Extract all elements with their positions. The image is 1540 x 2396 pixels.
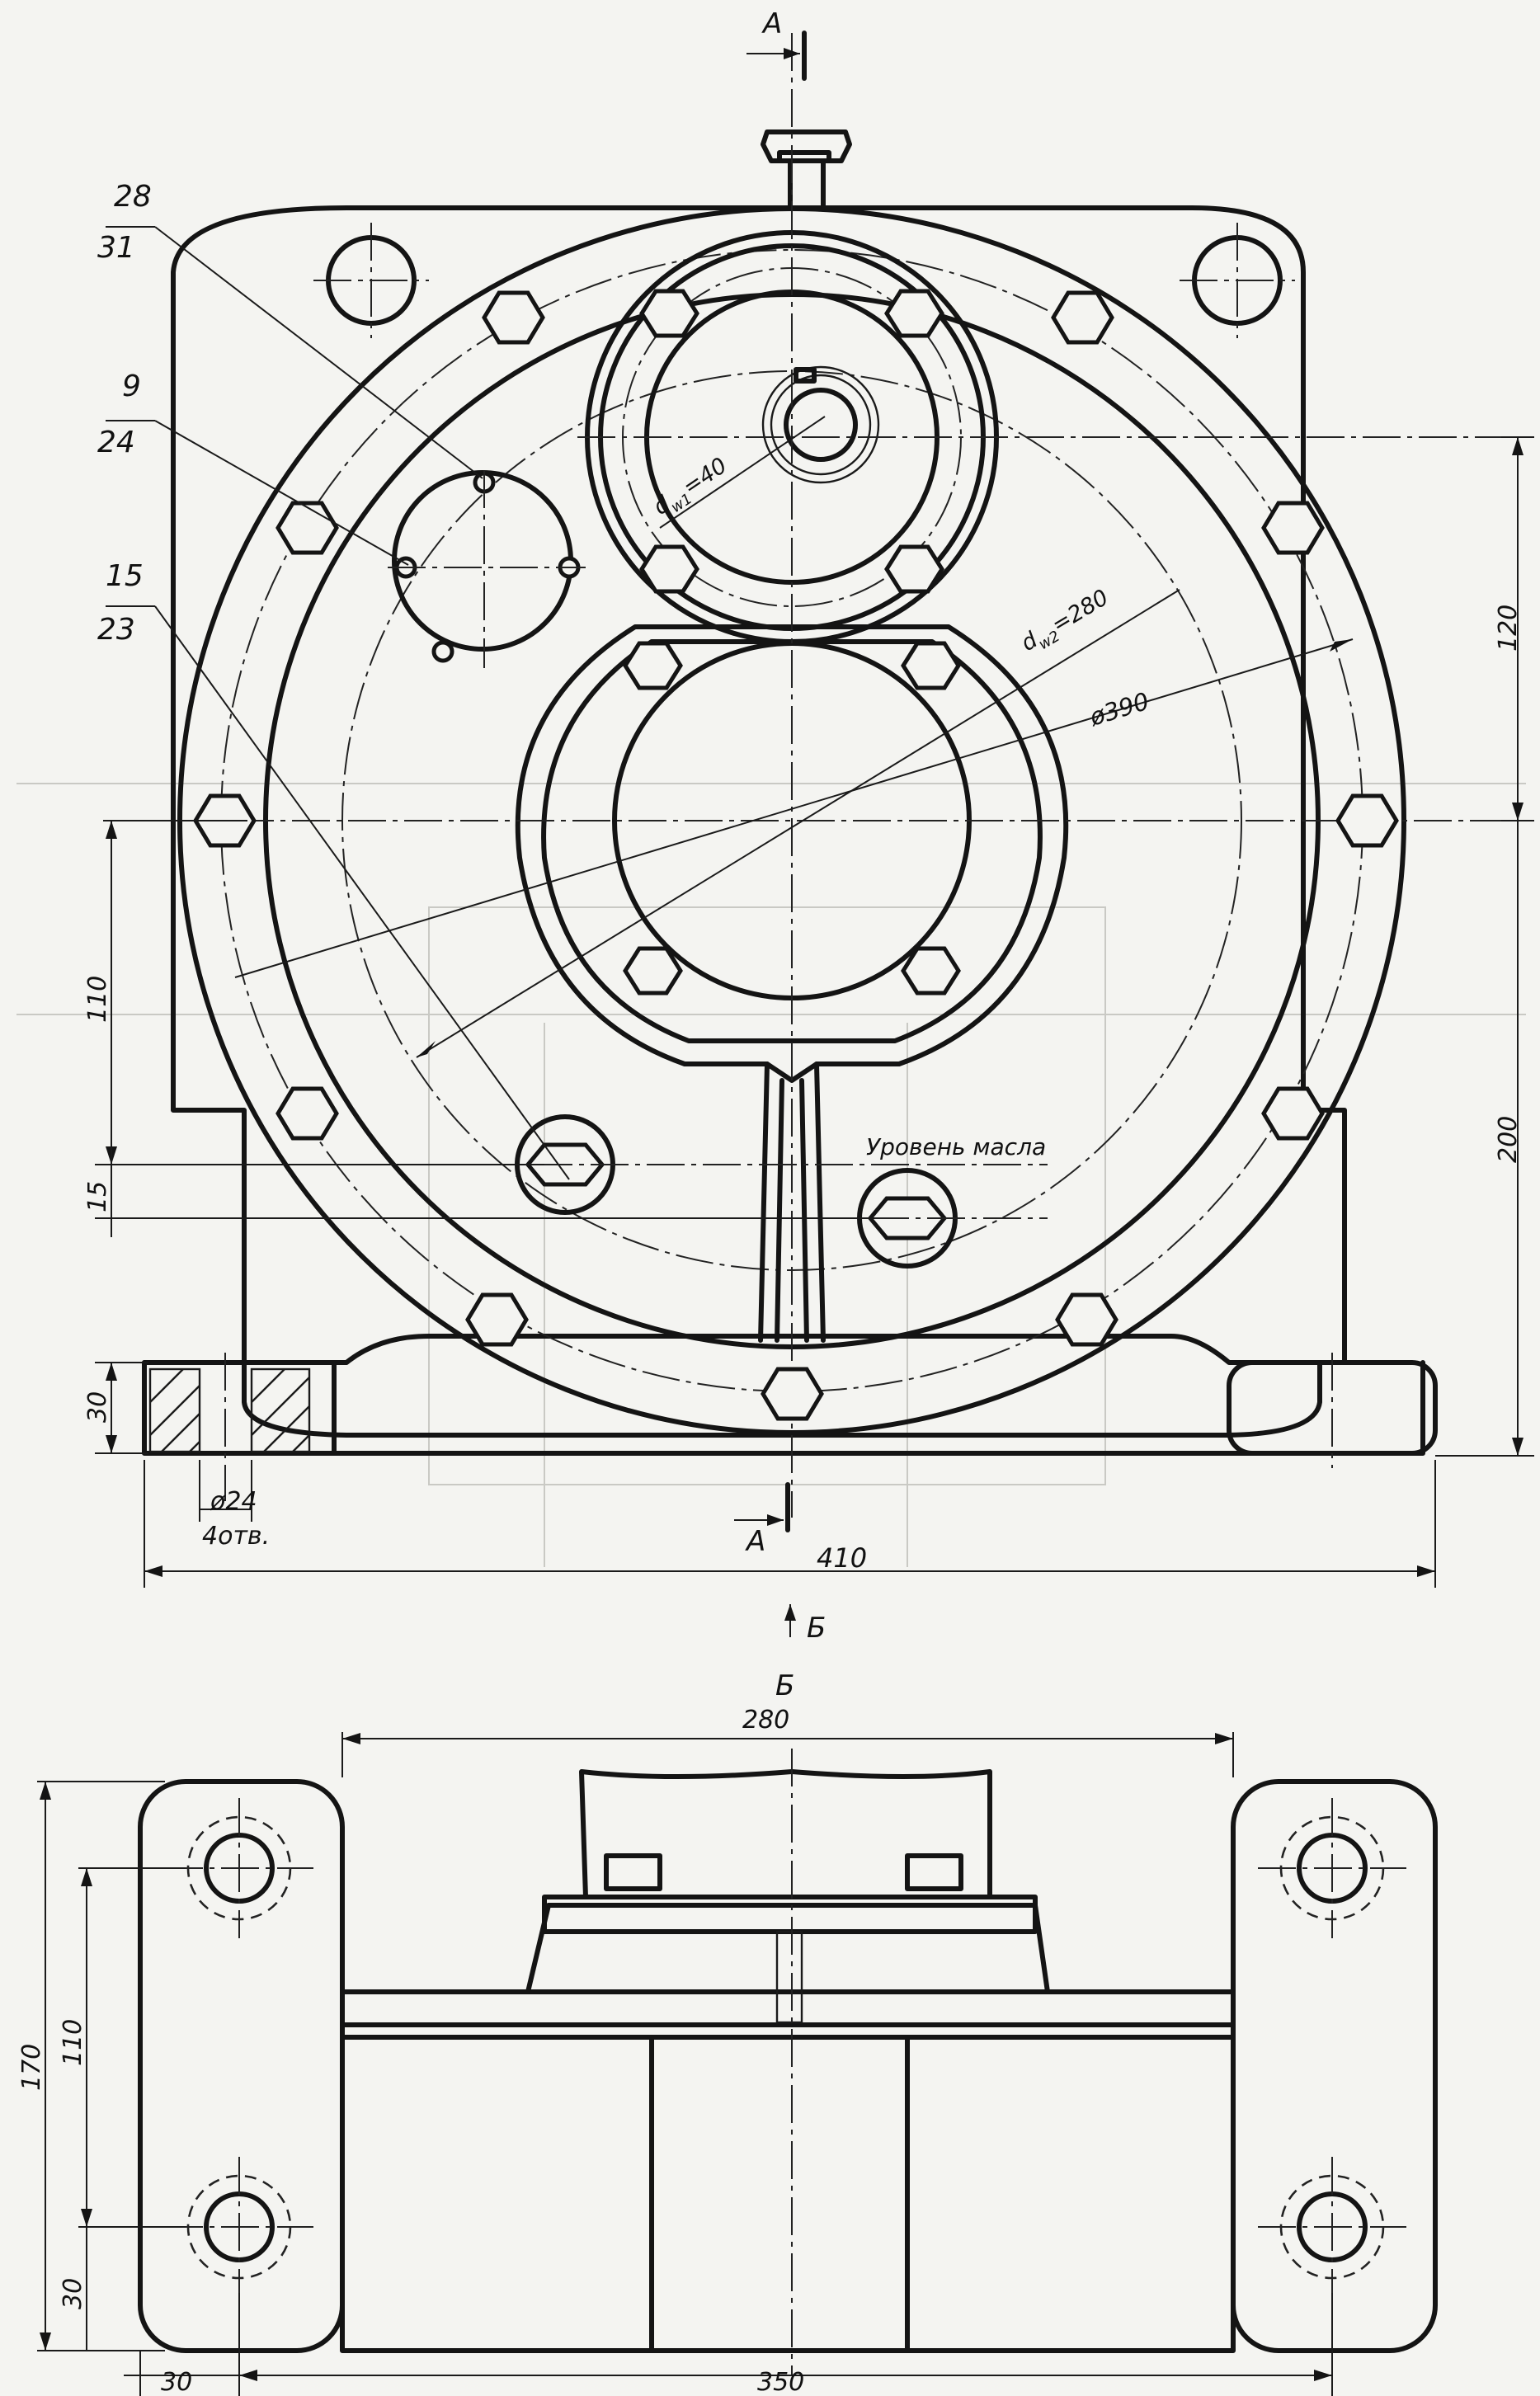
base-holes: [165, 1798, 1406, 2301]
dim-24: ø24: [210, 1487, 257, 1516]
left-foot: [142, 1360, 1425, 1456]
oil-level-label: Уровень масла: [866, 1133, 1046, 1160]
rib: [758, 1061, 826, 1343]
callout-9: 9: [122, 370, 141, 403]
dim-200: 200: [1494, 1116, 1523, 1163]
base-plate-right: [1231, 1779, 1438, 2353]
dw1-leader: [659, 416, 826, 529]
holes-count: 4отв.: [202, 1522, 270, 1551]
section-a-bottom-label: А: [745, 1525, 765, 1558]
dim-350: 350: [757, 2368, 804, 2396]
base-plate-left: [138, 1779, 345, 2353]
callout-31: 31: [97, 231, 135, 265]
b-view-label: Б: [775, 1669, 794, 1702]
dw2-leader: [416, 589, 1180, 1058]
callout-23: 23: [97, 613, 135, 647]
dim-110-front: 110: [83, 976, 112, 1023]
callout-15: 15: [106, 559, 144, 593]
callout-24: 24: [97, 426, 135, 459]
callout-leaders: [106, 226, 570, 1180]
dim-120: 120: [1494, 605, 1523, 652]
callout-28: 28: [114, 180, 152, 214]
dim-110-bottom: 110: [59, 2019, 87, 2066]
b-arrow-label: Б: [807, 1612, 826, 1645]
shaft-end: [784, 388, 858, 462]
front-view: [124, 33, 1518, 1518]
wheel-boss: [515, 624, 1069, 1083]
breather-icon: [761, 129, 852, 210]
dim-170: 170: [17, 2044, 46, 2091]
dia390-label: ø390: [1086, 687, 1152, 732]
bottom-view: [138, 1749, 1438, 2375]
dw2-label: dw2=280: [1017, 585, 1116, 661]
dim-30-front: 30: [83, 1391, 112, 1423]
inspection-cover: [392, 470, 573, 652]
dim-15: 15: [83, 1181, 112, 1212]
dim-30-horizontal: 30: [161, 2368, 192, 2396]
front-dimensions: [95, 436, 1534, 1588]
section-marks: [734, 31, 807, 1637]
ghost-lines: [16, 783, 1526, 1567]
section-a-top-label: А: [761, 7, 782, 40]
bore-bolts: [623, 289, 961, 996]
dim-280: 280: [742, 1706, 789, 1735]
dia390-leader: [234, 638, 1354, 978]
dim-30-vertical: 30: [59, 2278, 87, 2309]
housing-outline: [171, 205, 1347, 1365]
flange-bolts: [193, 290, 1399, 1421]
foot-section-hatch: [148, 1353, 1333, 1501]
dim-410: 410: [817, 1542, 867, 1574]
bottom-dimensions: [37, 1732, 1333, 2396]
dw1-label: dw1=40: [649, 453, 735, 525]
